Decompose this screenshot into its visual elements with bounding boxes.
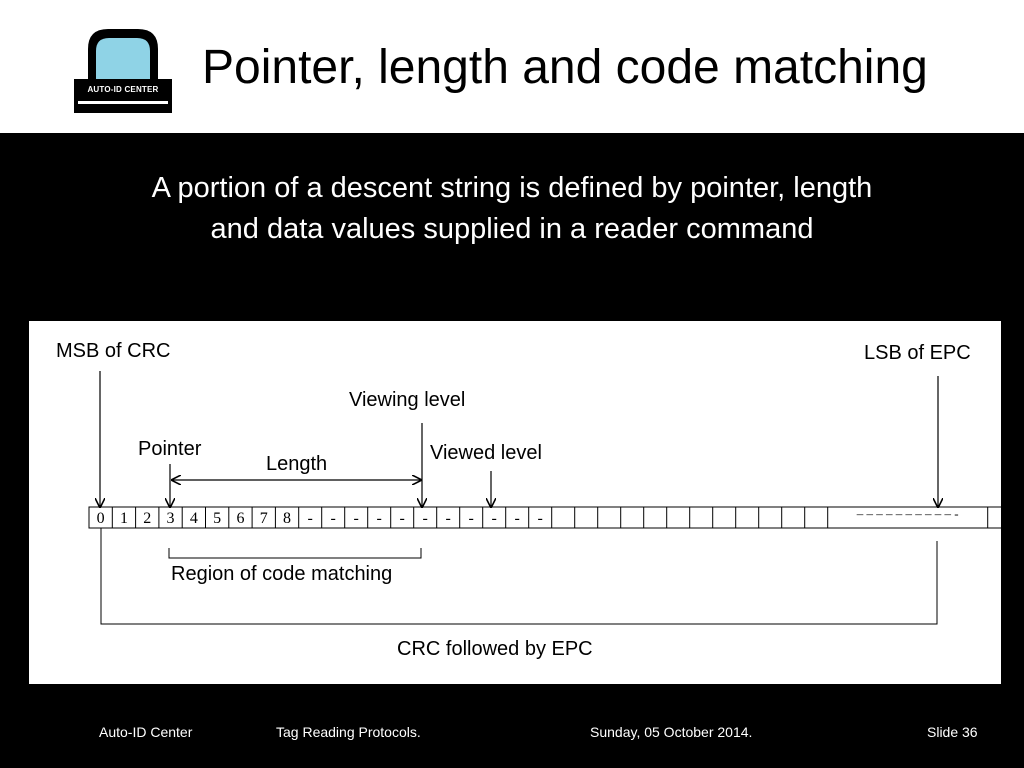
slide-subtitle: A portion of a descent string is defined…: [40, 168, 984, 250]
viewing-level-label: Viewing level: [349, 389, 466, 411]
bit-cell-label: 1: [120, 510, 128, 527]
bit-cell-label: -: [400, 510, 405, 527]
bit-cell-label: 3: [167, 510, 175, 527]
bit-cell-label: -: [469, 510, 474, 527]
logo-icon: [74, 29, 172, 113]
logo-text: AUTO-ID CENTER: [87, 85, 159, 94]
lsb-of-epc-label: LSB of EPC: [864, 342, 971, 364]
page-title: Pointer, length and code matching: [202, 41, 928, 94]
footer-slide-number: Slide 36: [927, 724, 978, 740]
bit-cell-label: -: [538, 510, 543, 527]
auto-id-center-logo: AUTO-ID CENTER: [74, 27, 174, 113]
crc-epc-bracket: [100, 528, 938, 625]
slide-header: AUTO-ID CENTER Pointer, length and code …: [0, 0, 1024, 133]
bit-cell-label: -: [354, 510, 359, 527]
slide-footer: Auto-ID Center Tag Reading Protocols. Su…: [0, 724, 1024, 744]
bit-row-outline: [88, 506, 1001, 529]
bit-cell-label: 8: [283, 510, 291, 527]
region-of-code-matching-label: Region of code matching: [171, 563, 393, 585]
length-label: Length: [266, 453, 328, 475]
bit-cell-label: 0: [97, 510, 105, 527]
bit-cell-label: -: [377, 510, 382, 527]
bit-cell-label: 4: [190, 510, 198, 527]
bit-cell-label: 7: [260, 510, 268, 527]
bit-cell-label: 6: [236, 510, 244, 527]
footer-topic: Tag Reading Protocols.: [276, 724, 421, 740]
gap-dashes: – – – – – – – – – – -: [856, 506, 959, 521]
bit-cell-label: 2: [143, 510, 151, 527]
bit-cell-label: -: [515, 510, 520, 527]
bit-cell-label: -: [331, 510, 336, 527]
footer-org: Auto-ID Center: [99, 724, 193, 740]
crc-followed-by-epc-label: CRC followed by EPC: [397, 638, 593, 660]
bit-cell-label: -: [308, 510, 313, 527]
bit-cell-label: -: [492, 510, 497, 527]
bit-cell-label: 5: [213, 510, 221, 527]
viewed-level-label: Viewed level: [430, 442, 542, 464]
msb-of-crc-label: MSB of CRC: [56, 340, 171, 362]
pointer-label: Pointer: [138, 438, 202, 460]
footer-date: Sunday, 05 October 2014.: [590, 724, 753, 740]
bit-cell-label: -: [423, 510, 428, 527]
subtitle-line-1: A portion of a descent string is defined…: [151, 172, 873, 204]
subtitle-line-2: and data values supplied in a reader com…: [210, 213, 814, 245]
bit-cell-label: -: [446, 510, 451, 527]
region-bracket: [168, 548, 422, 559]
